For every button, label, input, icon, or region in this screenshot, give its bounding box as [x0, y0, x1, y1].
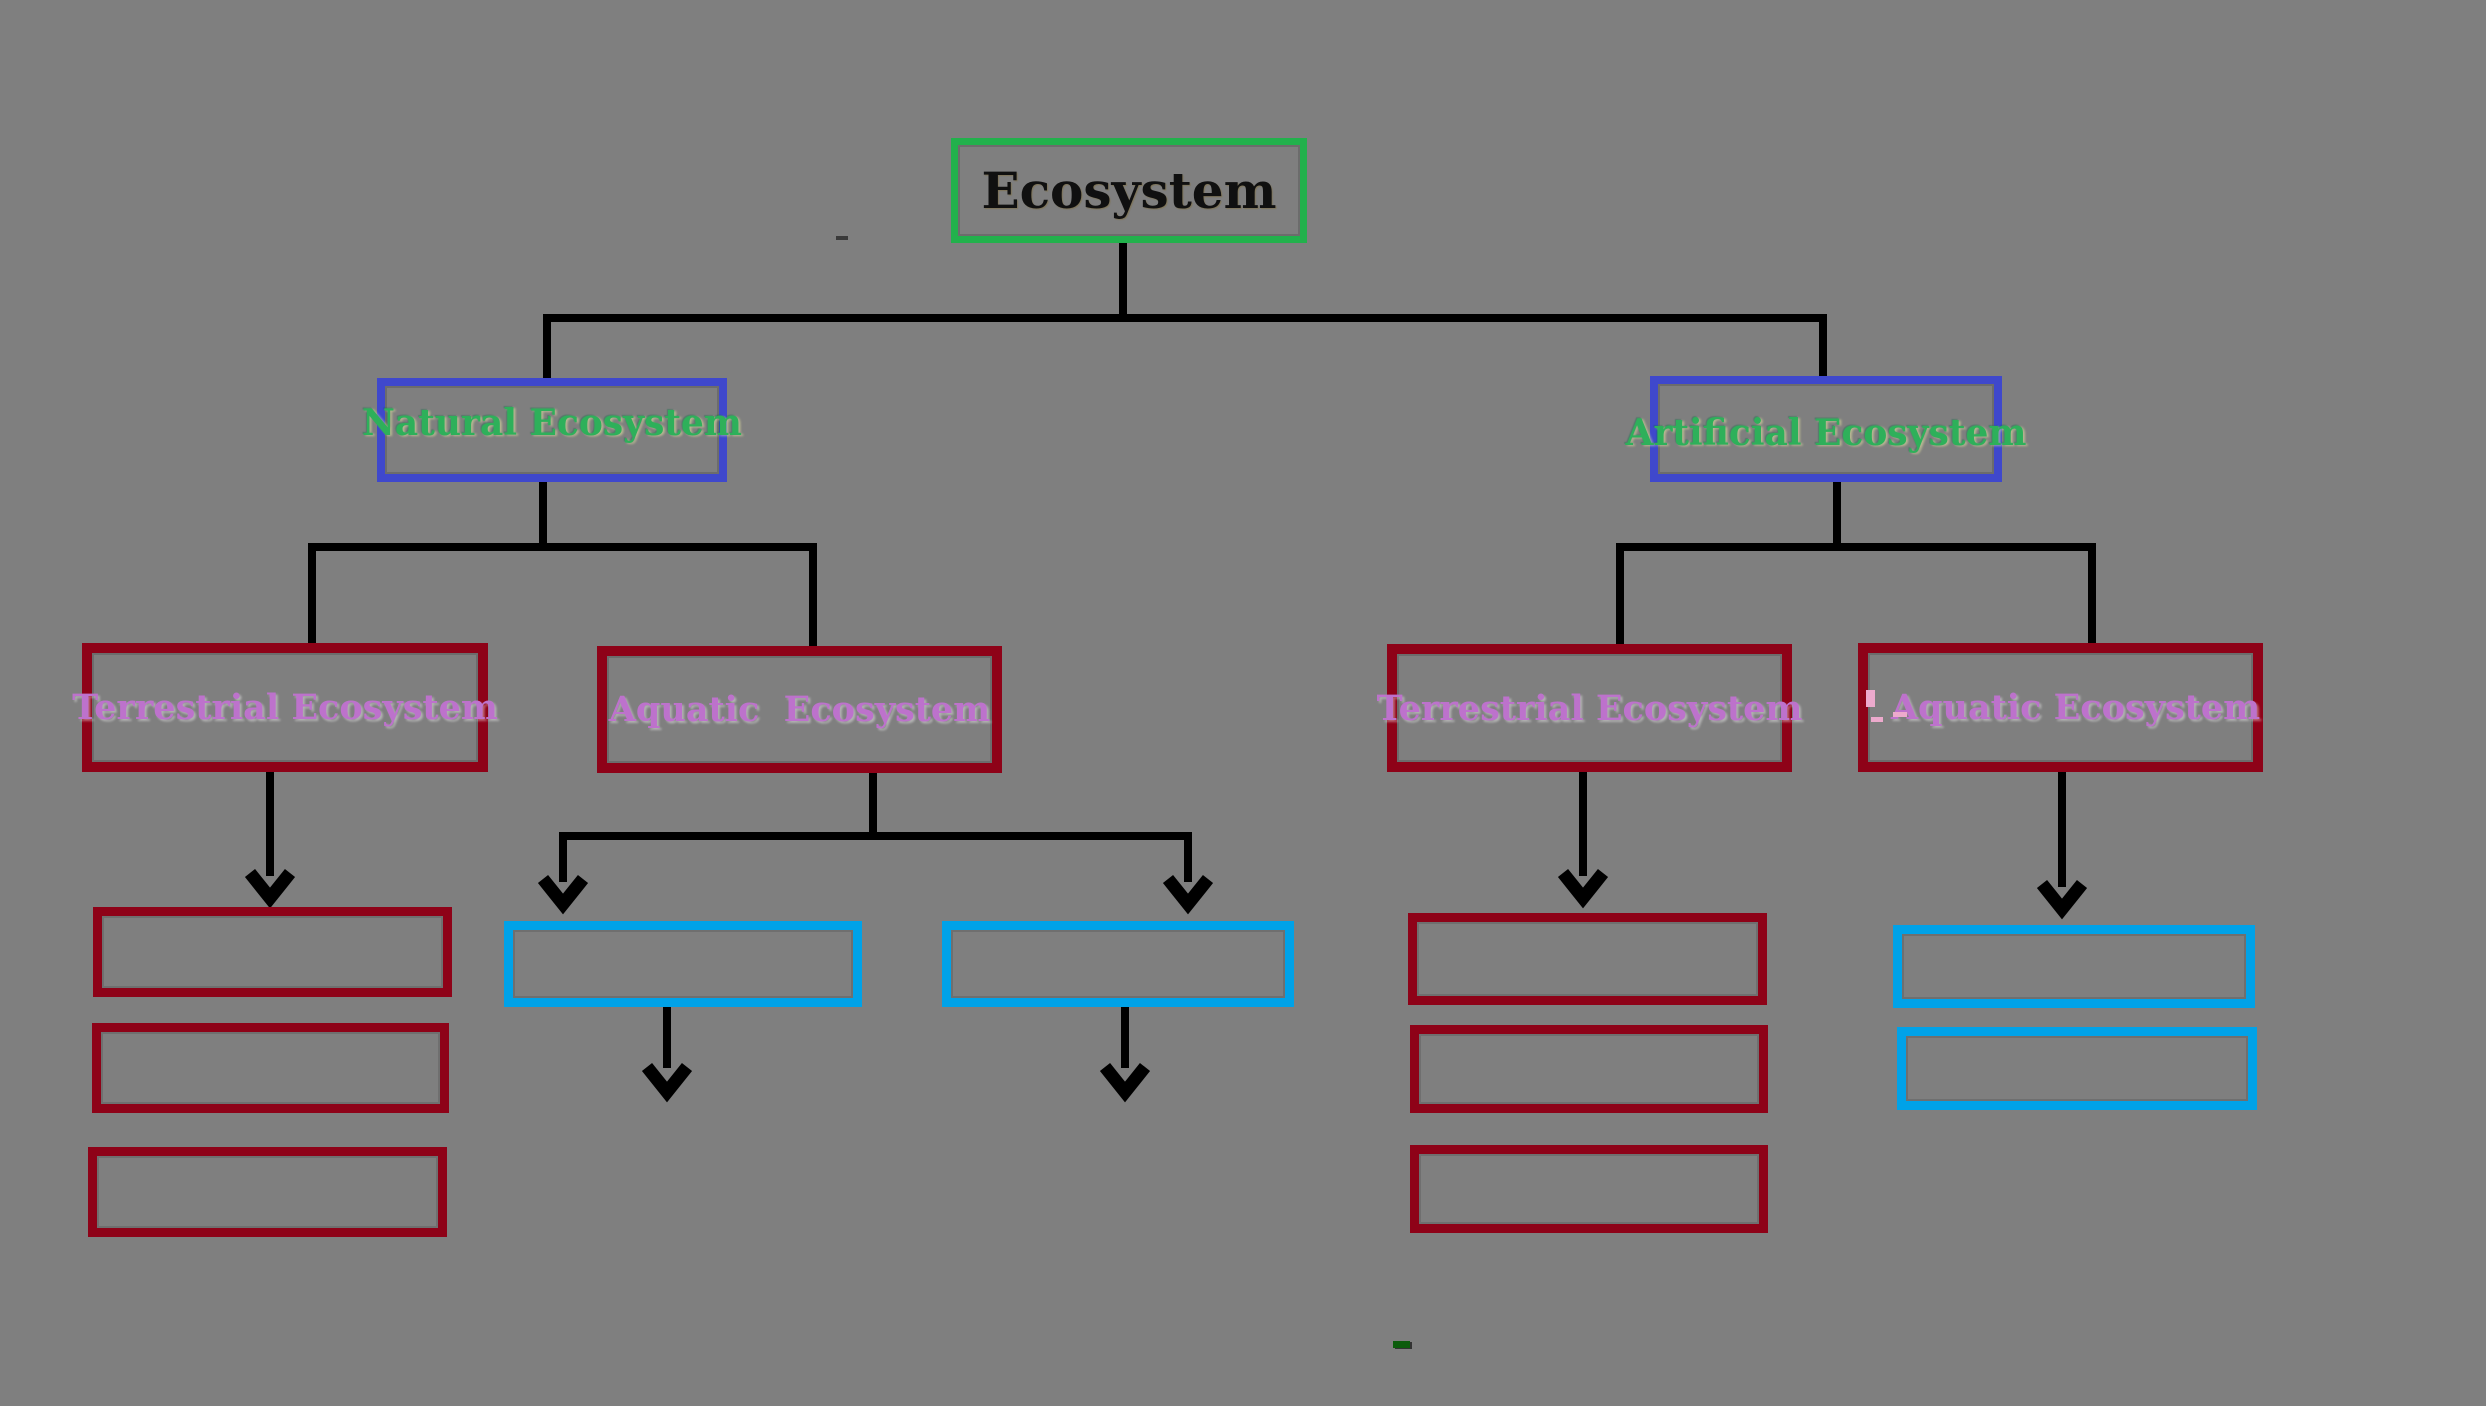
- empty-box-terrestrial-left-2: [92, 1023, 449, 1113]
- arrow-terrestrial-left-head: [244, 868, 296, 909]
- arrow-pond2-head: [1162, 874, 1214, 915]
- node-terrestrial-ecosystem-right: Terrestrial Ecosystem: [1377, 644, 1802, 772]
- empty-box-terrestrial-right-3: [1410, 1145, 1768, 1233]
- empty-box-terrestrial-left-3: [88, 1147, 447, 1237]
- stray-mark-pink-tick: [1866, 690, 1875, 707]
- empty-box-terrestrial-right-1: [1408, 913, 1767, 1005]
- empty-box-aquatic-left-1: [504, 921, 862, 1007]
- empty-box-aquatic-left-2: [942, 921, 1294, 1007]
- arrow-below-cyan1-head: [641, 1062, 693, 1103]
- node-artificial-ecosystem: Artificial Ecosystem: [1626, 376, 2026, 482]
- arrow-aquatic-right-head: [2036, 879, 2088, 920]
- empty-box-aquatic-right-2: [1897, 1027, 2257, 1110]
- stray-mark-bottom-center: [1393, 1341, 1410, 1348]
- node-aquatic-ecosystem-right: Aquatic Ecosystem: [1858, 643, 2263, 772]
- stray-mark-pink-dash1: [1871, 717, 1883, 722]
- empty-box-aquatic-right-1: [1893, 925, 2255, 1008]
- node-ecosystem: Ecosystem: [951, 138, 1307, 243]
- empty-box-terrestrial-right-2: [1410, 1025, 1768, 1113]
- arrow-terrestrial-right-head: [1557, 868, 1609, 909]
- stray-mark-near-root: [836, 236, 848, 240]
- arrow-below-cyan2-head: [1099, 1062, 1151, 1103]
- arrow-pond1-head: [537, 874, 589, 915]
- empty-box-terrestrial-left-1: [93, 907, 452, 997]
- node-aquatic-ecosystem-left: Aquatic Ecosystem: [597, 646, 1002, 773]
- node-natural-ecosystem: Natural Ecosystem: [362, 378, 742, 482]
- node-terrestrial-ecosystem-left: Terrestrial Ecosystem: [72, 643, 498, 772]
- stray-mark-pink-dash2: [1893, 712, 1907, 717]
